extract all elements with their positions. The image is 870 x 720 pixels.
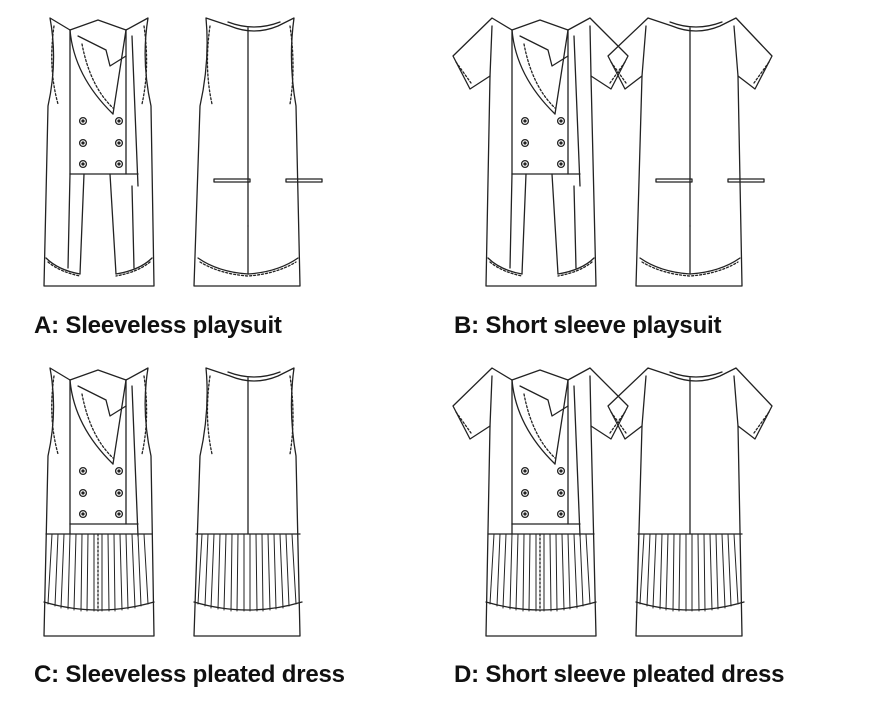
back-view [193, 367, 301, 637]
lapels-and-buttons [511, 29, 581, 187]
front-view [43, 367, 155, 637]
pleated-skirt-back [635, 377, 745, 612]
lapels-and-buttons [69, 379, 139, 537]
playsuit-legs-back [197, 27, 323, 277]
back-view [193, 17, 301, 287]
playsuit-legs-back [639, 27, 765, 277]
caption-a: A: Sleeveless playsuit [34, 312, 282, 339]
lapels-and-buttons [69, 29, 139, 187]
pleated-skirt-front [43, 523, 155, 612]
drawing-b-short-sleeve-playsuit [452, 17, 773, 287]
pleated-skirt-front [485, 523, 597, 612]
front-view [452, 17, 629, 287]
caption-c: C: Sleeveless pleated dress [34, 661, 345, 688]
caption-b: B: Short sleeve playsuit [454, 312, 722, 339]
pleated-skirt-back [193, 377, 303, 612]
lapels-and-buttons [511, 379, 581, 537]
drawing-d-short-sleeve-pleated-dress [452, 367, 773, 637]
drawing-a-sleeveless-playsuit [43, 17, 323, 287]
drawing-c-sleeveless-pleated-dress [43, 367, 303, 637]
caption-d: D: Short sleeve pleated dress [454, 661, 785, 688]
playsuit-legs-front [45, 173, 153, 277]
playsuit-legs-front [487, 173, 595, 277]
front-view [43, 17, 155, 287]
